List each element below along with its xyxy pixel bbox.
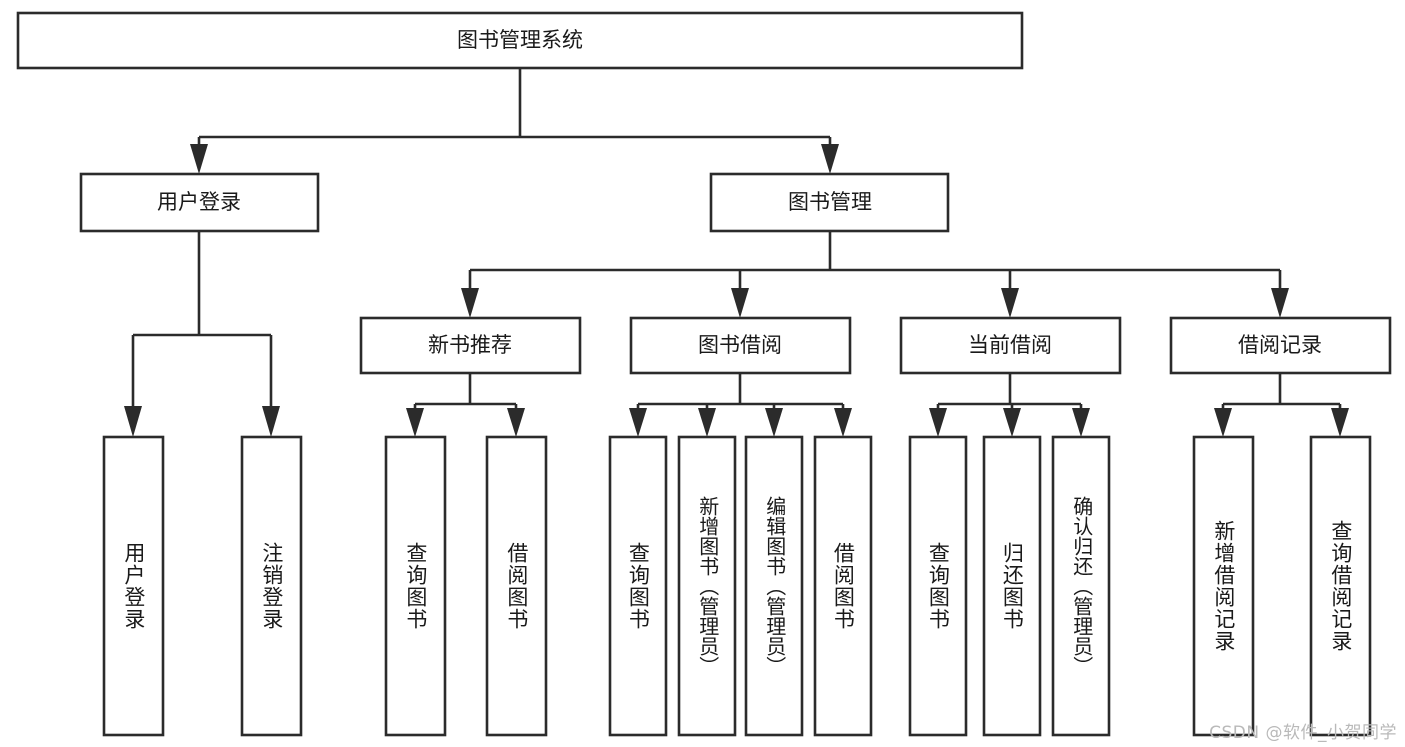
arrowhead-leaf-add-book-admin xyxy=(698,408,716,437)
node-root-rect[interactable] xyxy=(16,11,1024,70)
leaf-logout-rect[interactable] xyxy=(240,435,303,737)
arrowhead-leaf-logout xyxy=(262,406,280,437)
leaf-query-borrow-record-rect[interactable] xyxy=(1309,435,1372,737)
csdn-watermark: CSDN @软件_小贺同学 xyxy=(1209,723,1397,743)
leaf-query-book-borrow-rect[interactable] xyxy=(608,435,668,737)
arrowhead-leaf-confirm-return-admin xyxy=(1072,408,1090,437)
connector-group-borrow-record xyxy=(1214,373,1349,437)
node-user-login-label: 用户登录 xyxy=(157,190,241,214)
arrowhead-leaf-edit-book-admin xyxy=(765,408,783,437)
arrowhead-leaf-add-borrow-record xyxy=(1214,408,1232,437)
arrowhead-leaf-return-book xyxy=(1003,408,1021,437)
node-user-login-rect[interactable] xyxy=(79,172,320,233)
leaf-query-book-rec-rect[interactable] xyxy=(384,435,447,737)
arrowhead-leaf-borrow-book xyxy=(834,408,852,437)
leaf-borrow-book-rect[interactable] xyxy=(813,435,873,737)
arrowhead-new-book-recommend xyxy=(461,288,479,318)
node-current-borrow-rect[interactable] xyxy=(899,316,1122,375)
connector-group-root xyxy=(190,68,839,174)
arrowhead-book-borrow xyxy=(731,288,749,318)
arrowhead-leaf-query-book-current xyxy=(929,408,947,437)
arrowhead-borrow-record xyxy=(1271,288,1289,318)
arrowhead-leaf-user-login xyxy=(124,406,142,437)
connector-group-book-borrow xyxy=(629,373,852,437)
node-new-book-recommend[interactable]: 新书推荐 xyxy=(359,316,582,375)
leaf-add-book-admin-rect[interactable] xyxy=(677,435,737,737)
node-root[interactable]: 图书管理系统 xyxy=(16,11,1024,70)
arrowhead-leaf-query-borrow-record xyxy=(1331,408,1349,437)
arrowhead-leaf-query-book-borrow xyxy=(629,408,647,437)
node-book-borrow[interactable]: 图书借阅 xyxy=(629,316,852,375)
arrowhead-user-login xyxy=(190,144,208,174)
node-borrow-record[interactable]: 借阅记录 xyxy=(1169,316,1392,375)
node-book-management-label: 图书管理 xyxy=(788,190,872,214)
node-user-login[interactable]: 用户登录 xyxy=(79,172,320,233)
node-book-management-rect[interactable] xyxy=(709,172,950,233)
node-book-borrow-label: 图书借阅 xyxy=(698,333,782,357)
node-root-label: 图书管理系统 xyxy=(457,28,583,52)
node-book-borrow-rect[interactable] xyxy=(629,316,852,375)
arrowhead-current-borrow xyxy=(1001,288,1019,318)
leaf-query-book-current-rect[interactable] xyxy=(908,435,968,737)
arrowhead-book-management xyxy=(821,144,839,174)
node-current-borrow[interactable]: 当前借阅 xyxy=(899,316,1122,375)
node-new-book-recommend-label: 新书推荐 xyxy=(428,333,512,357)
connector-group-book-management xyxy=(461,231,1289,318)
leaf-return-book-rect[interactable] xyxy=(982,435,1042,737)
leaf-borrow-book-rec-rect[interactable] xyxy=(485,435,548,737)
leaf-user-login-rect[interactable] xyxy=(102,435,165,737)
leaf-edit-book-admin-rect[interactable] xyxy=(744,435,804,737)
leaf-confirm-return-admin-rect[interactable] xyxy=(1051,435,1111,737)
node-current-borrow-label: 当前借阅 xyxy=(968,333,1052,357)
arrowhead-leaf-query-book-rec xyxy=(406,408,424,437)
leaf-add-borrow-record-rect[interactable] xyxy=(1192,435,1255,737)
node-book-management[interactable]: 图书管理 xyxy=(709,172,950,233)
node-borrow-record-label: 借阅记录 xyxy=(1238,333,1322,357)
node-borrow-record-rect[interactable] xyxy=(1169,316,1392,375)
node-new-book-recommend-rect[interactable] xyxy=(359,316,582,375)
arrowhead-leaf-borrow-book-rec xyxy=(507,408,525,437)
connector-group-current-borrow xyxy=(929,373,1090,437)
connector-group-new-book-recommend xyxy=(406,373,525,437)
leaf-boxes xyxy=(102,435,1372,737)
connector-group-user-login xyxy=(124,231,280,437)
